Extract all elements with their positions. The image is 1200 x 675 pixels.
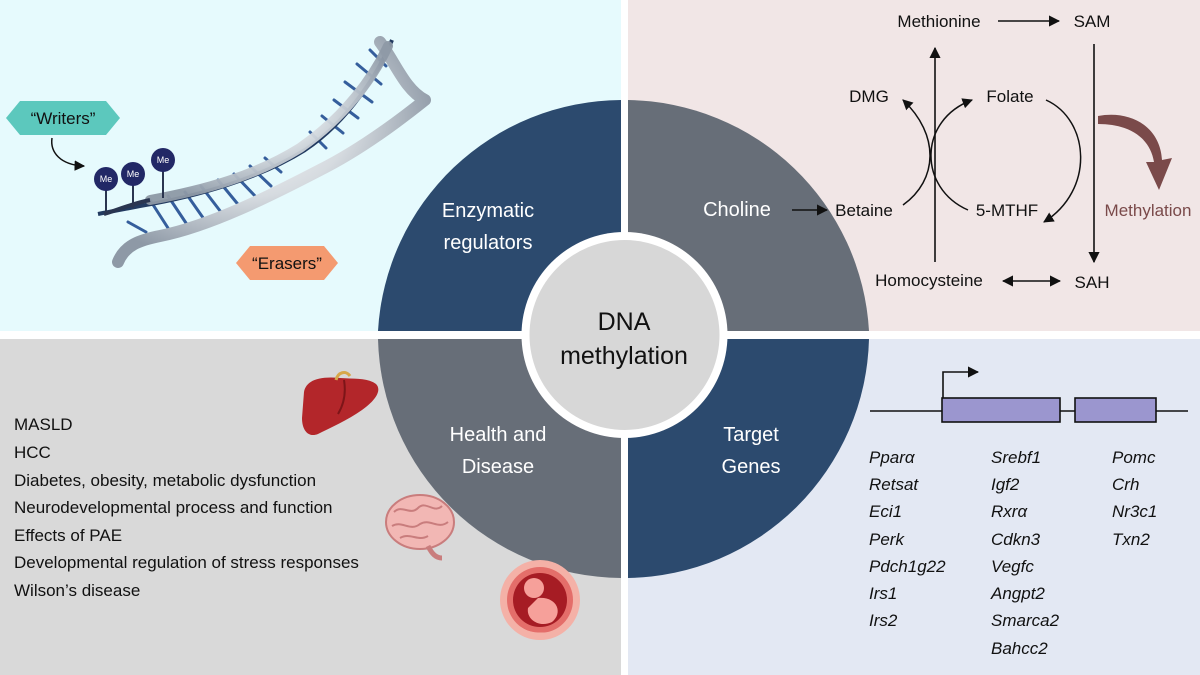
disease-item: Effects of PAE	[14, 526, 122, 545]
methylation-label: Methylation	[1105, 201, 1192, 220]
gene-column-2: Srebf1 Igf2 Rxrα Cdkn3 Vegfc Angpt2 Smar…	[990, 448, 1060, 658]
label-enzymatic: Enzymatic	[442, 200, 534, 222]
writers-arrow	[51, 137, 86, 171]
liver-icon	[302, 371, 379, 436]
disease-item: Developmental regulation of stress respo…	[14, 553, 359, 572]
label-genes: Genes	[722, 456, 781, 478]
fetus-icon	[500, 560, 580, 640]
metabolite-folate: Folate	[986, 87, 1033, 106]
disease-list: MASLD HCC Diabetes, obesity, metabolic d…	[14, 415, 359, 600]
gene-name: Retsat	[869, 475, 919, 494]
gene-name: Eci1	[869, 502, 902, 521]
gene-name: Perk	[869, 530, 905, 549]
methyl-group-1: Me	[94, 167, 118, 214]
gene-name: Txn2	[1112, 530, 1150, 549]
label-health: Health and	[450, 424, 547, 446]
methyl-group-3: Me	[151, 148, 175, 198]
methyl-group-2: Me	[121, 162, 145, 208]
gene-name: Bahcc2	[991, 639, 1048, 658]
gene-column-3: Pomc Crh Nr3c1 Txn2	[1112, 448, 1157, 549]
disease-item: Diabetes, obesity, metabolic dysfunction	[14, 471, 316, 490]
gene-name: Irs2	[869, 611, 898, 630]
gene-name: Pomc	[1112, 448, 1156, 467]
arrow-folate-5mthf	[1043, 99, 1082, 223]
metabolite-sam: SAM	[1074, 12, 1111, 31]
label-regulators: regulators	[444, 232, 533, 254]
gene-name: Vegfc	[991, 557, 1034, 576]
label-choline: Choline	[703, 199, 771, 221]
disease-item: Wilson’s disease	[14, 581, 140, 600]
brain-icon	[385, 494, 455, 561]
metabolite-sah: SAH	[1075, 273, 1110, 292]
metabolite-betaine: Betaine	[835, 201, 893, 220]
svg-text:“Erasers”: “Erasers”	[252, 254, 322, 273]
gene-name: Irs1	[869, 584, 897, 603]
label-target: Target	[723, 424, 779, 446]
label-disease: Disease	[462, 456, 534, 478]
gene-name: Igf2	[991, 475, 1020, 494]
gene-name: Srebf1	[991, 448, 1041, 467]
disease-item: HCC	[14, 443, 51, 462]
gene-name: Crh	[1112, 475, 1139, 494]
gene-name: Pdch1g22	[869, 557, 946, 576]
disease-item: Neurodevelopmental process and function	[14, 498, 332, 517]
center-disk	[529, 240, 720, 430]
center-title-line1: DNA	[598, 308, 651, 336]
disease-item: MASLD	[14, 415, 73, 434]
svg-text:Me: Me	[100, 174, 113, 184]
center-title-line2: methylation	[560, 342, 688, 370]
dna-helix-icon	[97, 36, 431, 268]
gene-name: Smarca2	[991, 611, 1060, 630]
metabolite-homocysteine: Homocysteine	[875, 271, 983, 290]
erasers-tag: “Erasers”	[236, 246, 338, 280]
gene-name: Nr3c1	[1112, 502, 1157, 521]
metabolite-methionine: Methionine	[897, 12, 980, 31]
gene-column-1: Pparα Retsat Eci1 Perk Pdch1g22 Irs1 Irs…	[869, 448, 946, 630]
writers-tag: “Writers”	[6, 101, 120, 135]
gene-name: Rxrα	[991, 502, 1028, 521]
gene-name: Pparα	[869, 448, 916, 467]
gene-promoter-icon	[870, 366, 1188, 423]
methylation-arrow-icon	[1098, 114, 1172, 190]
svg-text:“Writers”: “Writers”	[31, 109, 96, 128]
metabolite-dmg: DMG	[849, 87, 889, 106]
metabolite-5mthf: 5-MTHF	[976, 201, 1038, 220]
svg-text:Me: Me	[157, 155, 170, 165]
svg-text:Me: Me	[127, 169, 140, 179]
arrow-betaine-dmg	[902, 99, 931, 206]
gene-name: Angpt2	[990, 584, 1045, 603]
arrow-5mthf-folate	[930, 98, 973, 211]
gene-name: Cdkn3	[991, 530, 1041, 549]
